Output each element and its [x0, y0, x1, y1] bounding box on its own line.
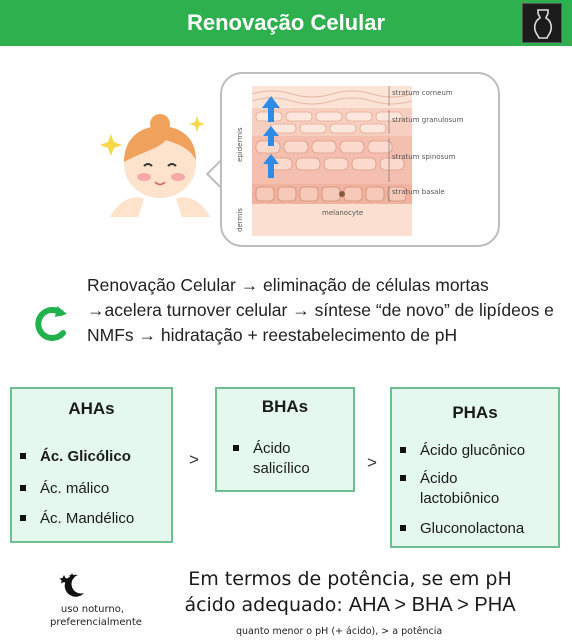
greater-than-sign: > — [367, 453, 377, 472]
list-item: Ác. málico — [20, 479, 109, 499]
potency-line-1: Em termos de potência, se em pH — [188, 568, 512, 590]
moon-stars-icon — [59, 573, 84, 597]
skin-layers-diagram — [252, 86, 412, 236]
list-item: Ácido glucônico — [400, 441, 525, 461]
header-bar: Renovação Celular — [0, 0, 572, 46]
aha-group-box: AHAs Ác. Glicólico Ác. málico Ác. Mandél… — [10, 387, 173, 543]
dermis-label: dermis — [236, 208, 244, 232]
layer-label-corneum: stratum corneum — [392, 89, 453, 97]
pha-title: PHAs — [452, 403, 498, 422]
epidermis-label: epidermis — [236, 127, 244, 162]
renewal-description: Renovação Celular → eliminação de célula… — [87, 275, 554, 345]
potency-statement: Em termos de potência, se em pH ácido ad… — [130, 566, 570, 618]
melanocyte-label: melanocyte — [322, 209, 364, 217]
bha-title: BHAs — [261, 397, 309, 416]
aha-title: AHAs — [68, 399, 115, 418]
layer-label-granulosum: stratum granulosum — [392, 116, 464, 124]
arrow-up-icon — [263, 154, 279, 178]
pha-group-box: PHAs Ácido glucônico Ácido lactobiônico … — [390, 387, 560, 548]
list-item: Ácido salicílico — [233, 439, 343, 479]
potency-line-2: ácido adequado: AHA > BHA > PHA — [184, 594, 516, 616]
layer-label-basale: stratum basale — [392, 188, 445, 196]
list-item: Ác. Glicólico — [20, 447, 131, 467]
skin-renewal-illustration: stratum corneum stratum granulosum strat… — [100, 72, 500, 247]
list-item: Ác. Mandélico — [20, 509, 134, 529]
list-item: Gluconolactona — [400, 519, 524, 539]
night-use-caption: uso noturno, preferencialmente — [50, 604, 142, 628]
vase-logo-icon — [522, 3, 562, 43]
cycle-arrow-icon — [35, 306, 67, 341]
bha-group-box: BHAs Ácido salicílico — [215, 387, 355, 492]
layer-label-spinosum: stratum spinosum — [392, 153, 456, 161]
greater-than-sign: > — [189, 450, 199, 469]
page-title: Renovação Celular — [186, 10, 386, 35]
list-item: Ácido lactobiônico — [400, 469, 520, 509]
girl-face-illustration — [100, 114, 210, 217]
potency-footnote: quanto menor o pH (+ ácido), > a potênci… — [236, 626, 443, 637]
potency-ranking: AHA > BHA > PHA — [348, 594, 516, 616]
